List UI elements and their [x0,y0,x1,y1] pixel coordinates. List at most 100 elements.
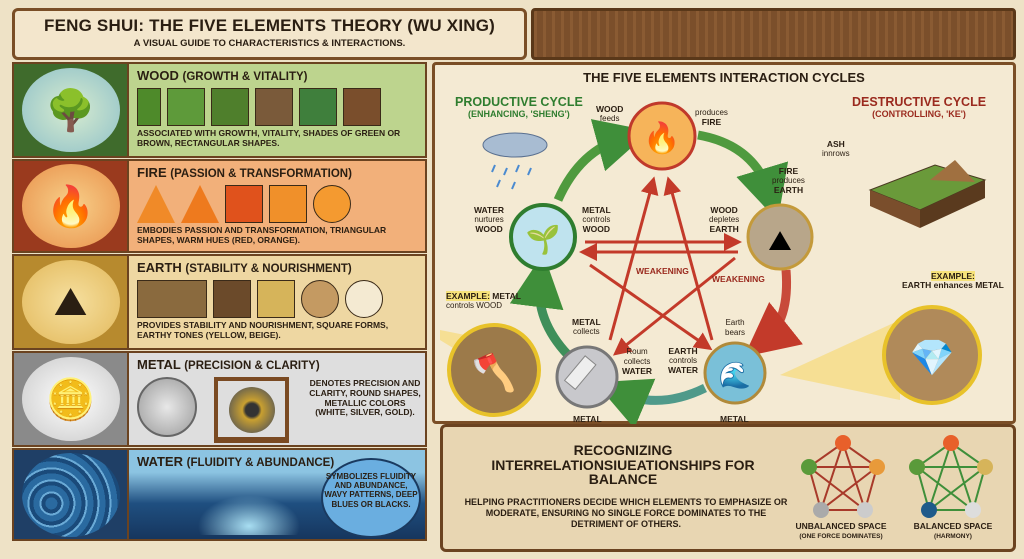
balanced-caption: BALANCED SPACE(HARMONY) [913,521,993,541]
river-icon [189,490,309,535]
element-description: PROVIDES STABILITY AND NOURISHMENT, SQUA… [137,320,389,340]
balance-title: RECOGNIZING INTERRELATIONSIUEATIONSHIPS … [491,442,755,488]
title-banner: FENG SHUI: THE FIVE ELEMENTS THEORY (WU … [12,8,527,60]
campfire-icon: 🔥 [21,164,120,248]
label-metal: METAL [720,414,749,424]
earth-node [746,203,814,271]
balance-diagrams [801,435,993,518]
element-theme: (GROWTH & VITALITY) [182,71,308,83]
arrow-wood-to-fire [553,119,651,202]
element-name: WATER [137,454,183,469]
color-swatch [257,280,295,318]
color-swatch [313,185,351,223]
example-left-illustration: 🪓 [440,323,541,417]
color-swatch [137,280,207,318]
arrow-water-to-metal [595,378,707,429]
mountain-icon: ⛰ [21,260,120,344]
page-title: FENG SHUI: THE FIVE ELEMENTS THEORY (WU … [43,16,496,35]
campfire-icon: 🔥 [643,120,680,155]
fire-node [627,101,697,171]
arrow-fire-to-earth [697,130,789,221]
element-row-wood: 🌳 WOOD (GROWTH & VITALITY) ASSOCIATED WI… [12,62,427,158]
element-row-earth: ⛰ EARTH (STABILITY & NOURISHMENT) PROVID… [12,254,427,350]
color-swatch [345,280,383,318]
swatch-row [137,88,417,126]
color-swatch [343,88,381,126]
element-theme: (FLUIDITY & ABUNDANCE) [186,457,335,469]
unbalanced-pentagon [801,435,885,518]
swatch-row [137,280,417,318]
tree-icon: 🌳 [21,68,120,152]
color-swatch [213,280,251,318]
element-description: EMBODIES PASSION AND TRANSFORMATION, TRI… [137,225,387,245]
balance-scroll: RECOGNIZING INTERRELATIONSIUEATIONSHIPS … [440,424,1016,552]
example-right-caption: EXAMPLE:EARTH enhances METAL [902,271,1004,291]
color-swatch [269,185,307,223]
destructive-subtitle: (CONTROLLING, 'KE') [872,109,966,119]
color-swatch [255,88,293,126]
element-row-water: WATER (FLUIDITY & ABUNDANCE) SYMBOLIZES … [12,448,427,541]
element-name: EARTH [137,260,182,275]
crystals-forge-icon: 💎 [910,337,955,378]
water-node [703,341,767,405]
gong-icon [214,377,289,443]
swatch-row [137,185,417,223]
color-swatch [301,280,339,318]
element-description: SYMBOLIZES FLUIDITY AND ABUNDANCE, WAVY … [321,458,421,538]
ash-pile-icon: ⛰ [768,225,792,256]
metal-node [555,345,619,409]
element-name: WOOD [137,68,179,83]
arrow-metal-to-wood [509,253,572,359]
axe-logs-icon: 🪓 [472,352,517,394]
coin-icon [137,377,197,437]
balance-text: HELPING PRACTITIONERS DECIDE WHICH ELEME… [464,497,788,529]
bamboo-icon [137,88,161,126]
element-theme: (STABILITY & NOURISHMENT) [185,263,352,275]
label-weakening: WEAKENING [636,266,689,276]
element-theme: (PASSION & TRANSFORMATION) [170,168,352,180]
landscape-block-icon [868,160,987,228]
destructive-star [579,176,742,356]
destructive-title: DESTRUCTIVE CYCLE [852,95,987,109]
color-swatch [167,88,205,126]
element-description: DENOTES PRECISION AND CLARITY, ROUND SHA… [309,378,421,418]
sapling-icon: 🌱 [526,224,561,256]
waves-icon [21,452,120,537]
element-row-metal: 🪙 METAL (PRECISION & CLARITY) DENOTES PR… [12,351,427,447]
rain-cloud-icon [482,132,548,190]
dam-icon: 🌊 [719,360,751,390]
label-metal: METAL [573,414,602,424]
element-description: ASSOCIATED WITH GROWTH, VITALITY, SHADES… [137,128,401,148]
color-swatch [211,88,249,126]
cycles-title: THE FIVE ELEMENTS INTERACTION CYCLES [583,70,865,85]
arrow-earth-to-metal [743,269,803,357]
label-weakening: WEAKENING [712,274,765,284]
element-name: FIRE [137,165,167,180]
coins-icon: 🪙 [21,357,120,441]
decorative-wood-banner [531,8,1016,60]
element-name: METAL [137,357,181,372]
wood-node [509,203,577,271]
color-swatch [299,88,337,126]
balanced-pentagon [909,435,993,518]
page-subtitle: A VISUAL GUIDE TO CHARACTERISTICS & INTE… [133,38,406,49]
example-right-illustration: 💎 [780,305,982,405]
metal-bar-icon [563,355,597,391]
productive-subtitle: (ENHANCING, 'SHENG') [468,109,570,119]
productive-title: PRODUCTIVE CYCLE [455,95,583,109]
element-theme: (PRECISION & CLARITY) [184,360,320,372]
color-swatch [225,185,263,223]
